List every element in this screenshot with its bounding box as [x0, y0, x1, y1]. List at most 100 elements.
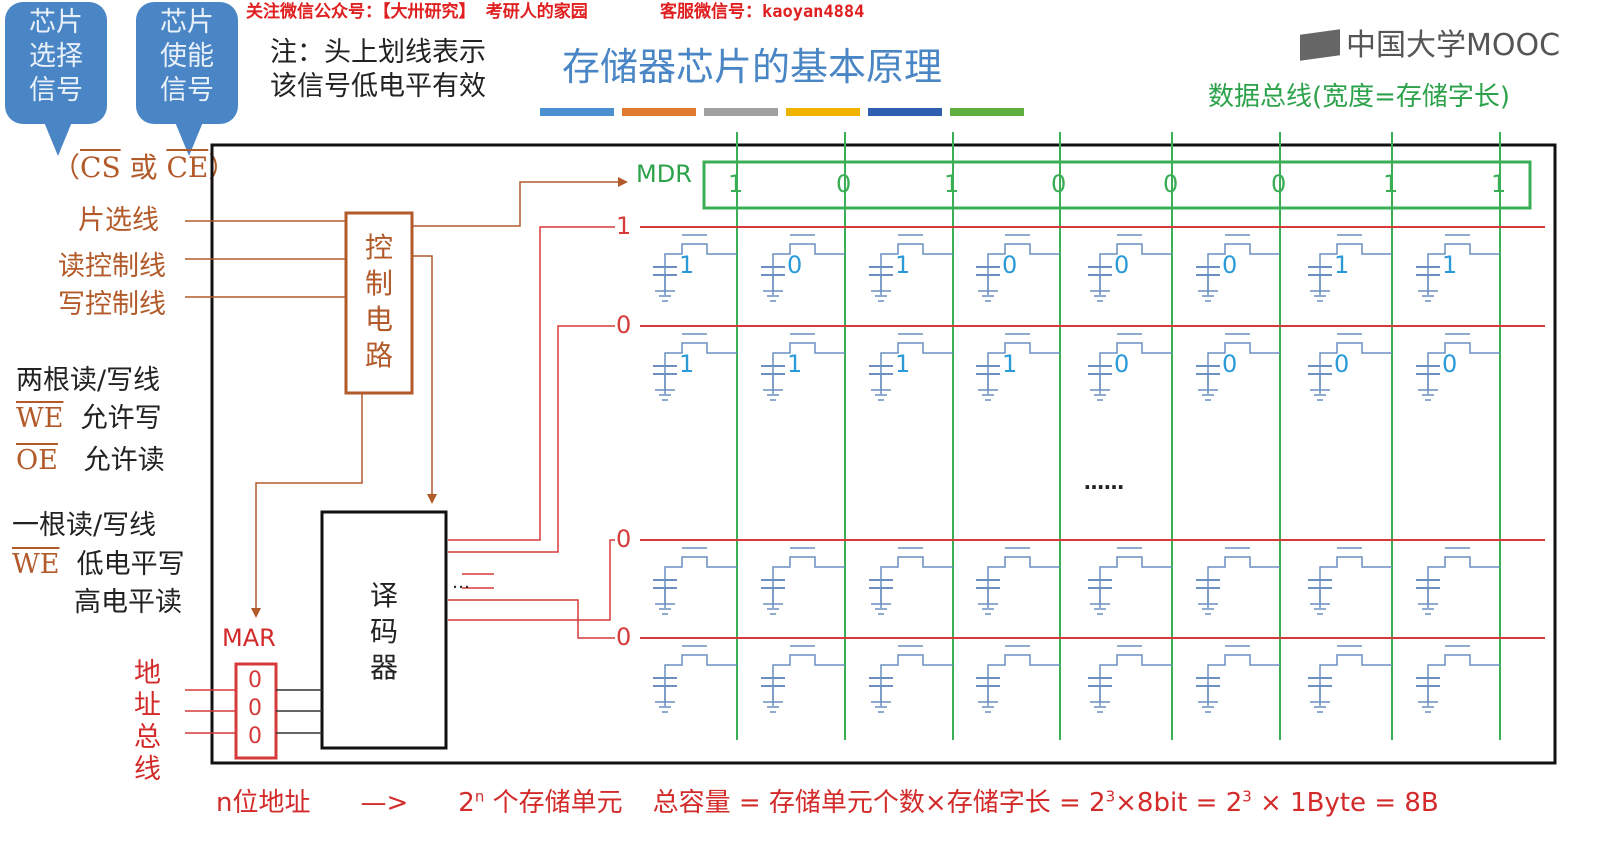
watermark-line2: 客服微信号：kaoyan4884 [660, 2, 865, 22]
decoder-box [320, 510, 448, 750]
word-line-label: 1 [616, 212, 632, 240]
transistor-channel [1319, 654, 1392, 706]
note-line1: 注：头上划线表示 [270, 37, 486, 68]
mdr-bit: 1 [944, 170, 960, 198]
color-bar-segment [704, 108, 778, 116]
decoder-output-line [448, 539, 615, 621]
cell-value: 1 [679, 251, 695, 279]
cell-value: 1 [787, 350, 803, 378]
arrow-head [427, 494, 437, 504]
transistor-channel [1099, 342, 1172, 394]
cell-value: 0 [1442, 350, 1458, 378]
transistor-channel [987, 342, 1060, 394]
cell-value: 0 [1002, 251, 1018, 279]
cell-value: 0 [1222, 251, 1238, 279]
decoder-output-line [448, 599, 615, 639]
mooc-logo: 中国大学MOOC [1300, 20, 1560, 64]
color-bar-segment [622, 108, 696, 116]
transistor-channel [772, 243, 845, 295]
transistor-channel [1207, 654, 1280, 706]
word-line-label: 0 [616, 311, 632, 339]
transistor-channel [1099, 556, 1172, 608]
color-bar-segment [786, 108, 860, 116]
cs-ce-label: （CS 或 CE） [52, 151, 237, 184]
mdr-bit: 0 [836, 170, 852, 198]
cell-value: 1 [1442, 251, 1458, 279]
mdr-bit: 1 [1491, 170, 1507, 198]
chip-enable-bubble: 芯片 使能 信号 [136, 2, 238, 156]
arrow-head [618, 177, 628, 187]
chip-select-line-label: 片选线 [78, 205, 159, 236]
cell-value: 1 [895, 251, 911, 279]
cell-value: 0 [1114, 350, 1130, 378]
cell-value: 1 [679, 350, 695, 378]
rows-ellipsis: …… [1084, 470, 1124, 494]
transistor-channel [987, 243, 1060, 295]
transistor-channel [880, 556, 953, 608]
chip-boundary [210, 143, 1557, 765]
chip-select-bubble: 芯片 选择 信号 [5, 2, 107, 156]
mar-bit: 0 [248, 724, 262, 749]
word-line-label: 0 [616, 525, 632, 553]
transistor-channel [772, 654, 845, 706]
write-control-line-label: 写控制线 [58, 289, 166, 320]
transistor-channel [1319, 342, 1392, 394]
we-allow-write: WE 允许写 [16, 403, 162, 434]
transistor-channel [1427, 654, 1500, 706]
transistor-channel [1099, 243, 1172, 295]
one-line-heading: 一根读/写线 [12, 510, 157, 541]
transistor-channel [1427, 342, 1500, 394]
mdr-bit: 1 [1383, 170, 1399, 198]
high-read: 高电平读 [74, 587, 182, 618]
transistor-channel [1319, 556, 1392, 608]
cell-value: 0 [1334, 350, 1350, 378]
transistor-channel [664, 654, 737, 706]
transistor-channel [1099, 654, 1172, 706]
transistor-channel [1207, 243, 1280, 295]
transistor-channel [772, 342, 845, 394]
cell-value: 0 [1114, 251, 1130, 279]
color-bar-segment [950, 108, 1024, 116]
transistor-channel [880, 243, 953, 295]
transistor-channel [987, 654, 1060, 706]
color-bar-segment [540, 108, 614, 116]
two-lines-heading: 两根读/写线 [16, 365, 161, 396]
decoder-more-outputs: … [452, 572, 470, 593]
decoder-output-line [448, 325, 615, 553]
watermark-line1: 关注微信公众号：【大卅研究】 考研人的家园 [246, 2, 588, 22]
oe-allow-read: OE 允许读 [16, 445, 165, 476]
mdr-bit: 0 [1163, 170, 1179, 198]
transistor-channel [880, 654, 953, 706]
mar-bit: 0 [248, 696, 262, 721]
transistor-channel [880, 342, 953, 394]
decoder-output-line [448, 226, 615, 541]
transistor-channel [772, 556, 845, 608]
mar-bit: 0 [248, 668, 262, 693]
transistor-channel [987, 556, 1060, 608]
transistor-channel [1427, 556, 1500, 608]
word-line-label: 0 [616, 623, 632, 651]
we-low-write: WE 低电平写 [12, 549, 185, 580]
transistor-channel [1427, 243, 1500, 295]
mdr-bit: 0 [1051, 170, 1067, 198]
page-title: 存储器芯片的基本原理 [562, 45, 943, 89]
transistor-channel [664, 342, 737, 394]
control-to-decoder-line [412, 255, 433, 496]
control-circuit-box [344, 211, 414, 395]
control-circuit-label: 控 制 电 路 [364, 231, 393, 372]
mdr-box [702, 160, 1532, 210]
transistor-channel [1319, 243, 1392, 295]
mdr-bit: 1 [728, 170, 744, 198]
cell-value: 1 [895, 350, 911, 378]
color-bar-segment [868, 108, 942, 116]
data-bus-label: 数据总线(宽度=存储字长) [1208, 82, 1511, 112]
mar-label: MAR [222, 624, 276, 652]
cell-value: 1 [1002, 350, 1018, 378]
transistor-channel [1207, 556, 1280, 608]
cell-value: 0 [787, 251, 803, 279]
decoder-label: 译 码 器 [369, 579, 398, 684]
mdr-bit: 0 [1271, 170, 1287, 198]
transistor-channel [664, 556, 737, 608]
arrow-head [251, 608, 261, 618]
